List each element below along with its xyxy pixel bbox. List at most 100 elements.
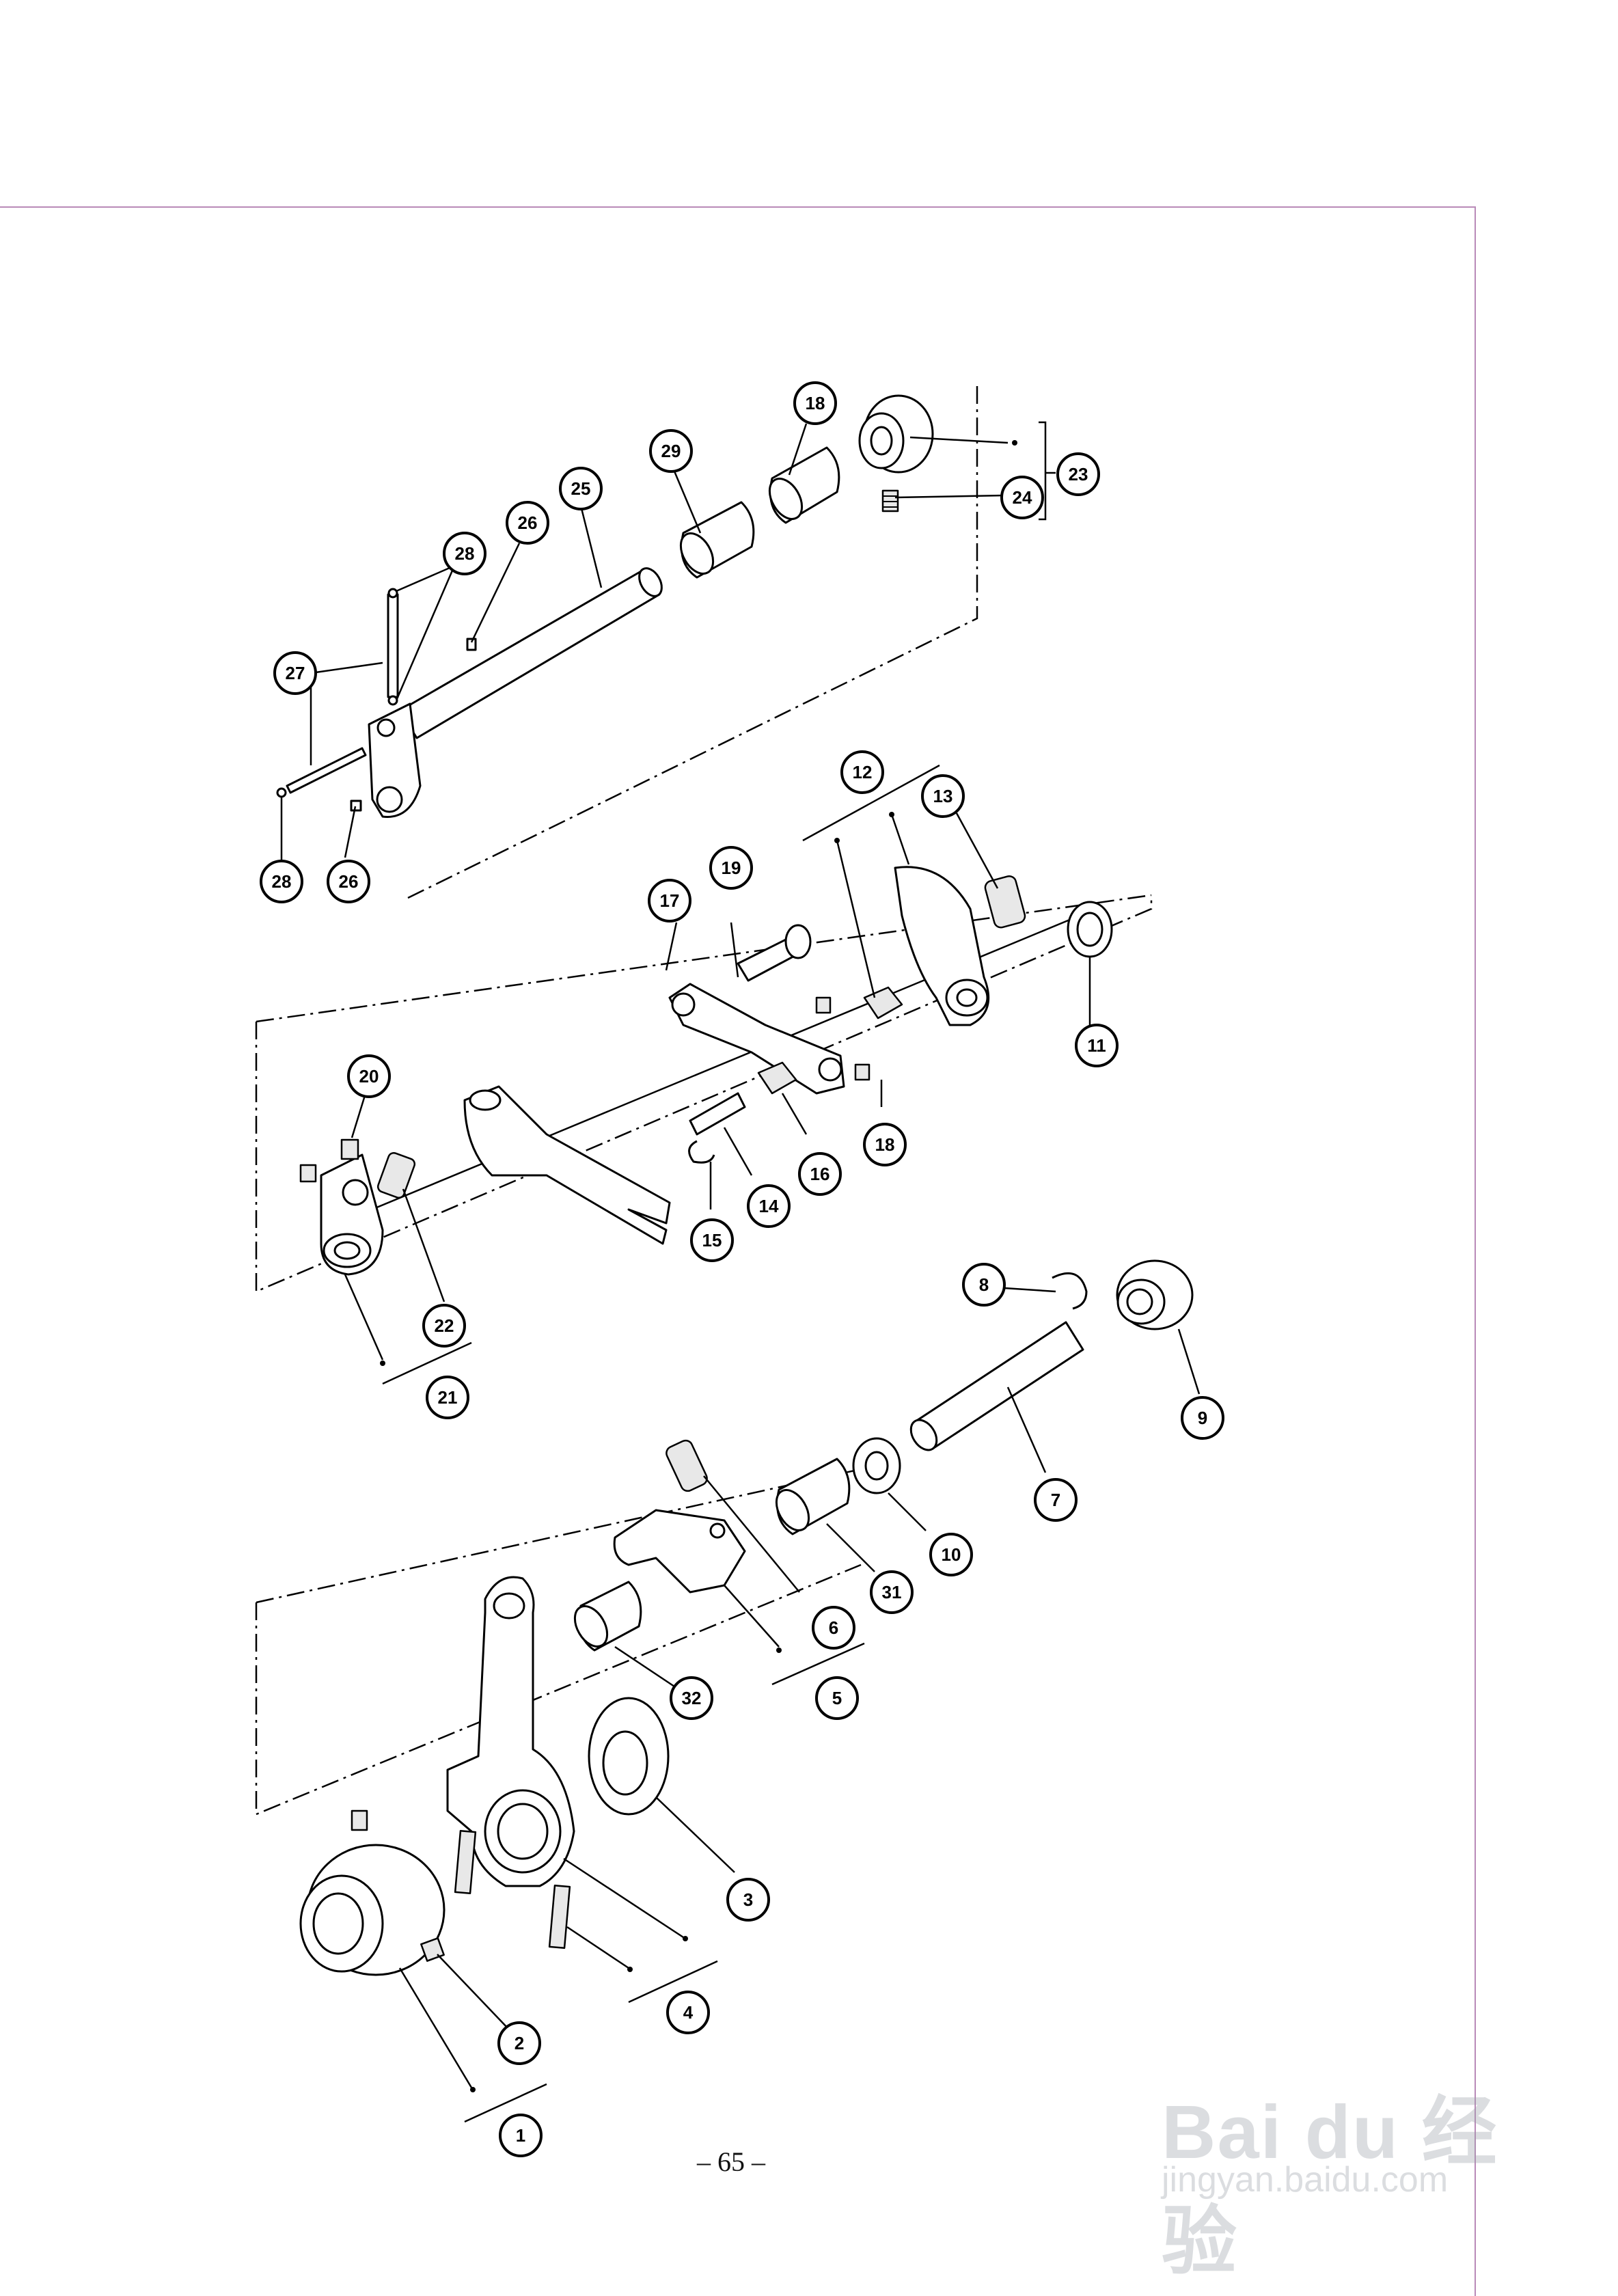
callout-9: 9 [1181,1396,1224,1440]
svg-text:26: 26 [339,871,359,892]
svg-text:16: 16 [810,1164,830,1184]
svg-text:15: 15 [702,1230,722,1250]
shaft-7 [914,1321,1084,1450]
bolt-lower [548,1884,571,1950]
callout-19: 19 [709,846,753,890]
svg-text:23: 23 [1069,464,1088,484]
callout-17: 17 [648,879,691,922]
set-screw-26b [350,800,362,812]
watermark: Bai du 经验 jingyan.baidu.com [1148,2050,1531,2284]
set-screw-20 [340,1138,359,1160]
crank-5 [613,1509,746,1594]
callout-12: 12 [840,750,884,794]
callout-2: 2 [497,2021,541,2065]
callout-1: 1 [499,2114,543,2157]
pin-vertical [387,593,399,698]
svg-text:20: 20 [359,1066,379,1086]
callout-23: 23 [1056,452,1100,496]
callout-21: 21 [426,1376,469,1419]
callout-7: 7 [1034,1478,1078,1522]
svg-text:4: 4 [683,2002,694,2023]
svg-text:17: 17 [660,890,680,911]
callout-11: 11 [1075,1024,1119,1067]
callout-18: 18 [863,1123,907,1166]
svg-text:10: 10 [942,1544,961,1565]
svg-text:31: 31 [882,1582,902,1602]
callout-26-bottom: 26 [327,860,370,903]
svg-text:19: 19 [722,858,741,878]
callout-24: 24 [1000,476,1044,519]
set-screw-top [815,996,832,1014]
callout-16: 16 [798,1152,842,1196]
callout-27: 27 [273,651,317,695]
svg-text:7: 7 [1051,1490,1060,1510]
svg-text:2: 2 [515,2033,524,2053]
screw-13 [984,875,1026,929]
set-screw-small [299,1164,317,1183]
svg-text:29: 29 [661,441,681,461]
callout-13: 13 [921,774,965,818]
svg-text:3: 3 [743,1889,753,1910]
svg-text:28: 28 [272,871,292,892]
svg-text:11: 11 [1087,1035,1106,1056]
ring-8 [1052,1272,1088,1310]
svg-text:22: 22 [435,1315,454,1336]
screw-22 [376,1151,416,1199]
leader-lines [280,421,1201,2123]
callout-31: 31 [870,1570,914,1614]
svg-text:32: 32 [682,1688,702,1708]
svg-text:18: 18 [875,1134,895,1155]
svg-text:21: 21 [438,1387,458,1408]
callout-3: 3 [726,1878,770,1922]
set-screw-18 [854,1063,870,1081]
watermark-url: jingyan.baidu.com [1162,2160,1449,2200]
screw-6 [666,1439,708,1492]
callout-26-top: 26 [506,501,549,545]
callout-15: 15 [690,1218,734,1262]
callout-5: 5 [815,1676,859,1720]
shaft-assembly-group [276,386,978,900]
svg-text:6: 6 [829,1617,838,1638]
lever-17 [668,983,845,1095]
callout-14: 14 [747,1184,791,1228]
bolt-upper [454,1829,477,1895]
svg-text:5: 5 [832,1688,842,1708]
svg-text:12: 12 [853,762,873,782]
svg-text:18: 18 [806,393,825,413]
svg-text:1: 1 [516,2125,525,2146]
block-16 [757,1061,797,1095]
fork-assembly-group [255,866,1153,1293]
callout-8: 8 [962,1263,1006,1307]
callout-29: 29 [649,429,693,473]
callout-22: 22 [422,1304,466,1348]
callout-6: 6 [812,1606,855,1650]
svg-text:25: 25 [571,478,591,499]
svg-text:28: 28 [455,543,475,564]
page-number: – 65 – [697,2146,765,2177]
callout-32: 32 [670,1676,713,1720]
callout-28-top: 28 [443,532,486,575]
page-border-line [0,206,1476,2296]
callout-30: 18 [793,381,837,425]
svg-text:13: 13 [933,786,953,806]
svg-text:14: 14 [759,1196,779,1216]
set-screw-top [351,1809,368,1831]
clip-15 [688,1140,715,1164]
svg-text:24: 24 [1013,487,1032,508]
pin-14 [689,1092,746,1136]
svg-text:8: 8 [979,1274,989,1295]
svg-text:27: 27 [286,663,305,683]
callout-4: 4 [666,1991,710,2034]
svg-text:26: 26 [518,512,538,533]
callout-20: 20 [347,1054,391,1098]
callout-28-bottom: 28 [260,860,303,903]
connecting-rod-group [255,1259,1194,1976]
fork-lever [463,1085,671,1245]
svg-text:9: 9 [1198,1408,1207,1428]
pin-27 [286,747,367,794]
callout-25: 25 [559,467,603,510]
watermark-brand: Bai du 经验 [1162,2090,1498,2284]
shaft-25 [398,569,661,739]
set-screw-26 [466,638,477,651]
